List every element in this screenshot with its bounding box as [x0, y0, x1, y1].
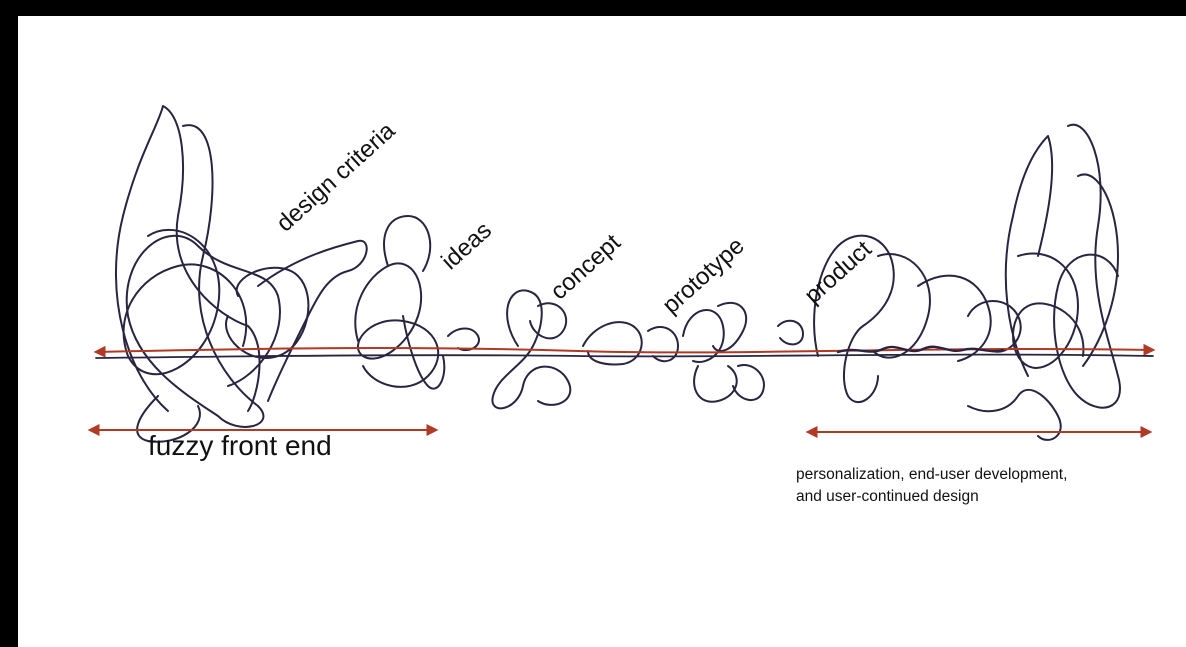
personalization-note: personalization, end-user development, a… — [796, 464, 1176, 508]
diagram-canvas: design criteria ideas concept prototype … — [18, 16, 1186, 647]
personalization-line-2: and user-continued design — [796, 488, 979, 505]
right-scribble-cluster — [813, 123, 1121, 441]
timeline-strands — [93, 343, 1156, 359]
personalization-line-1: personalization, end-user development, — [796, 466, 1068, 483]
squiggle-diagram — [87, 105, 1156, 443]
left-scribble-cluster — [115, 105, 368, 443]
fuzzy-front-end-label: fuzzy front end — [148, 430, 332, 461]
